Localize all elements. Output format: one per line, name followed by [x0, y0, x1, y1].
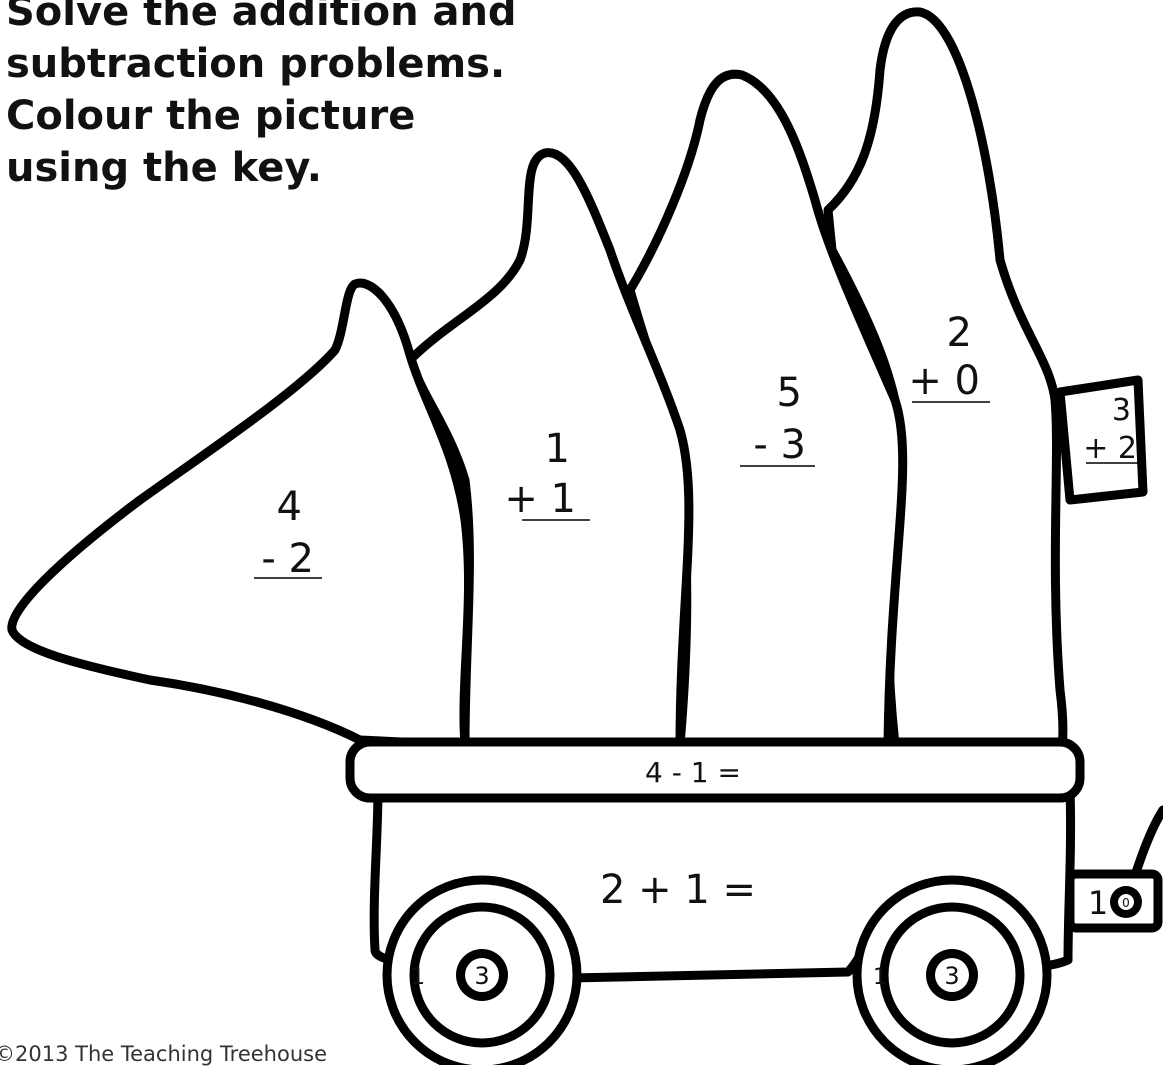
problem-5-bottom: + 2 [1083, 431, 1137, 466]
body-problem: 2 + 1 = [600, 867, 756, 913]
instruction-line-1: Solve the addition and [6, 0, 517, 35]
wagon-body [369, 785, 1076, 983]
instruction-line-4: using the key. [6, 145, 322, 191]
problem-3-top: 5 [777, 370, 802, 416]
problem-3-bottom: - 3 [753, 422, 806, 468]
box-tag [1055, 375, 1148, 505]
problem-2-bottom: + 1 [504, 476, 576, 522]
handle-hub-number: 0 [1122, 896, 1130, 910]
left-hub-number: 3 [474, 962, 489, 990]
instructions: Solve the addition and subtraction probl… [6, 0, 517, 194]
problem-4-bottom: + 0 [908, 358, 980, 404]
right-wheel-rim-number: 1 [873, 965, 887, 990]
wagon-rim [345, 737, 1085, 803]
problem-2-top: 1 [545, 426, 570, 472]
rim-problem: 4 - 1 = [645, 756, 741, 789]
instruction-line-3: Colour the picture [6, 93, 416, 139]
problem-1-bottom: - 2 [261, 536, 314, 582]
right-hub-number: 3 [944, 962, 959, 990]
instruction-line-2: subtraction problems. [6, 41, 506, 87]
tree-section-1 [7, 278, 474, 750]
left-wheel-rim-number: 1 [411, 965, 425, 990]
problem-4-top: 2 [947, 310, 972, 356]
handle-box-number: 1 [1088, 884, 1108, 922]
copyright: ©2013 The Teaching Treehouse [0, 1042, 327, 1066]
problem-5-top: 3 [1112, 393, 1131, 428]
problem-1-top: 4 [277, 484, 302, 530]
